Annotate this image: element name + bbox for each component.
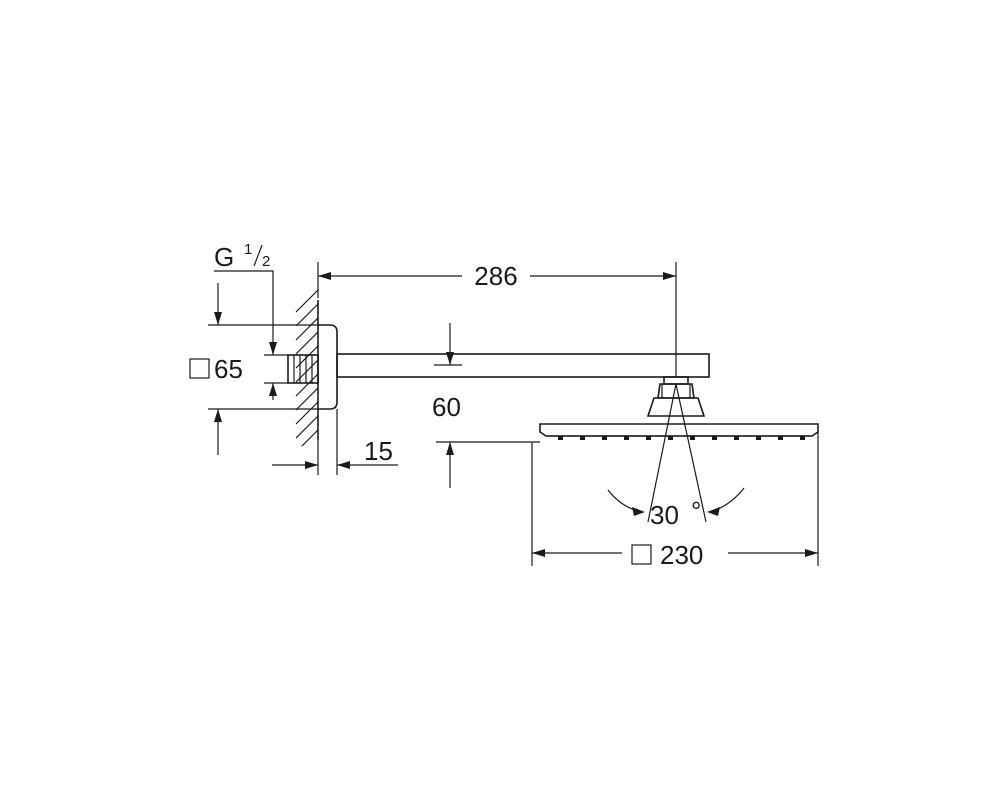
degree-sign: °	[691, 496, 701, 526]
tilt-angle-value: 30	[650, 500, 679, 530]
thread-label: G	[214, 242, 234, 272]
connection-nipple	[287, 354, 319, 384]
wall-flange	[318, 324, 338, 410]
dim-arm-drop: 60	[432, 323, 540, 488]
dim-tilt-angle: 30 °	[607, 383, 745, 530]
thread-numerator: 1	[244, 241, 252, 258]
flange-square-value: 65	[214, 354, 243, 384]
dim-arm-length: 286	[317, 261, 677, 354]
arm-length-value: 286	[474, 261, 517, 291]
shower-arm	[336, 353, 710, 378]
wall-hatching	[295, 289, 319, 447]
square-symbol-icon	[631, 544, 652, 565]
dim-head-square: 230	[531, 432, 819, 570]
square-symbol-icon	[189, 358, 210, 379]
ball-joint	[646, 376, 706, 417]
flange-depth-value: 15	[364, 436, 393, 466]
arm-drop-value: 60	[432, 392, 461, 422]
thread-denominator: 2	[262, 253, 270, 270]
dim-flange-square: 65	[189, 283, 318, 455]
dim-thread: G 1 2	[214, 241, 277, 355]
spray-nozzles	[558, 436, 805, 440]
head-square-value: 230	[660, 540, 703, 570]
shower-head	[539, 423, 819, 440]
wall	[295, 289, 319, 447]
dim-flange-depth: 15	[272, 409, 398, 475]
